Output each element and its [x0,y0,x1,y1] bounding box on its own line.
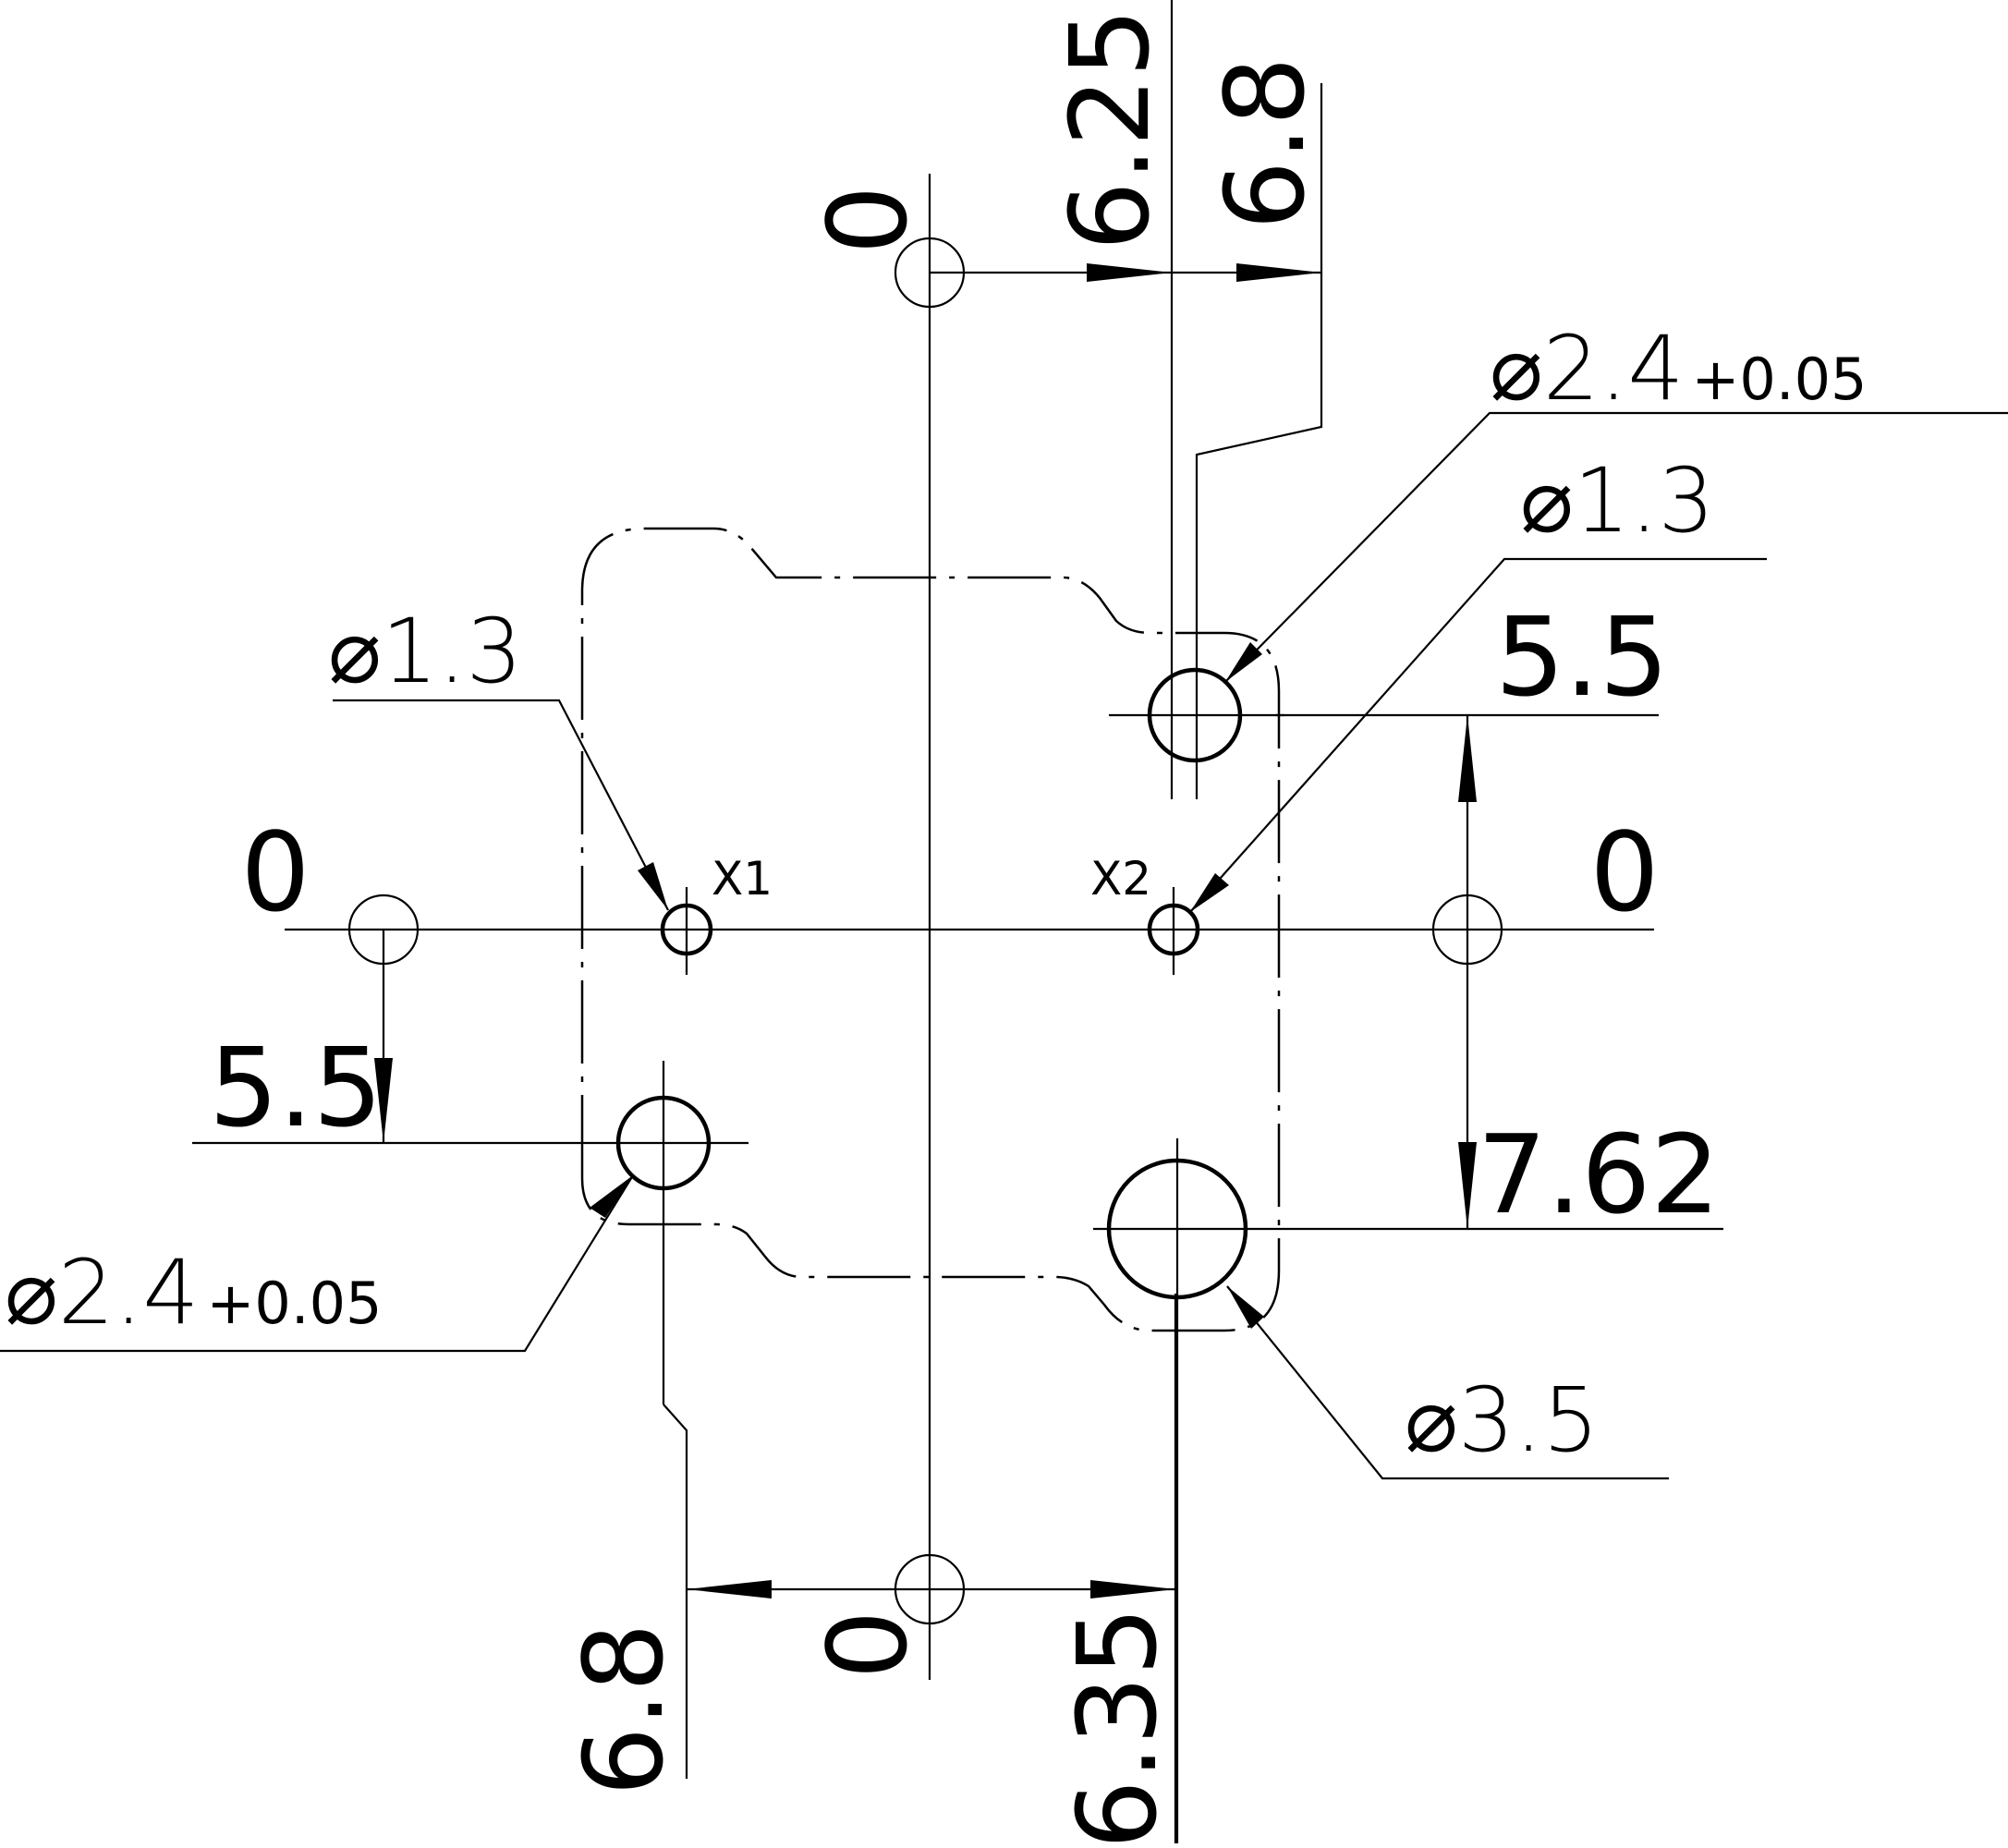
dim-bottom-6-35: 6.35 [1053,1607,1181,1848]
dim-right-7-62: 7.62 [1478,1111,1721,1238]
pin-label-x1: X1 [712,852,773,906]
dim-right-5-5: 5.5 [1495,593,1669,721]
svg-text:6.35: 6.35 [1053,1607,1181,1848]
dim-bottom-6-8: 6.8 [560,1623,688,1796]
pin-label-x2: X2 [1090,852,1151,906]
svg-text:6.8: 6.8 [560,1623,688,1796]
origin-label-bottom: 0 [804,1610,931,1679]
callout-left-small: ⌀1.3 [328,600,522,703]
component-outline [580,527,1281,1332]
dim-top-6-25: 6.25 [1046,8,1174,251]
callout-top-right-small: ⌀1.3 [1520,449,1714,553]
origin-label-right: 0 [1589,808,1659,936]
dim-left-5-5: 5.5 [209,1024,383,1151]
callout-bottom-left-large: ⌀2.4+0.05 [5,1241,382,1344]
dim-top-6-8: 6.8 [1201,56,1329,230]
svg-text:6.8: 6.8 [1201,56,1329,230]
origin-label-left: 0 [240,808,310,936]
callout-top-right-large: ⌀2.4+0.05 [1490,317,1867,420]
svg-text:0: 0 [804,1610,931,1679]
callout-bottom-right-xl: ⌀3.5 [1405,1368,1599,1472]
origin-label-top: 0 [804,185,931,254]
svg-text:0: 0 [804,185,931,254]
svg-text:6.25: 6.25 [1046,8,1174,251]
